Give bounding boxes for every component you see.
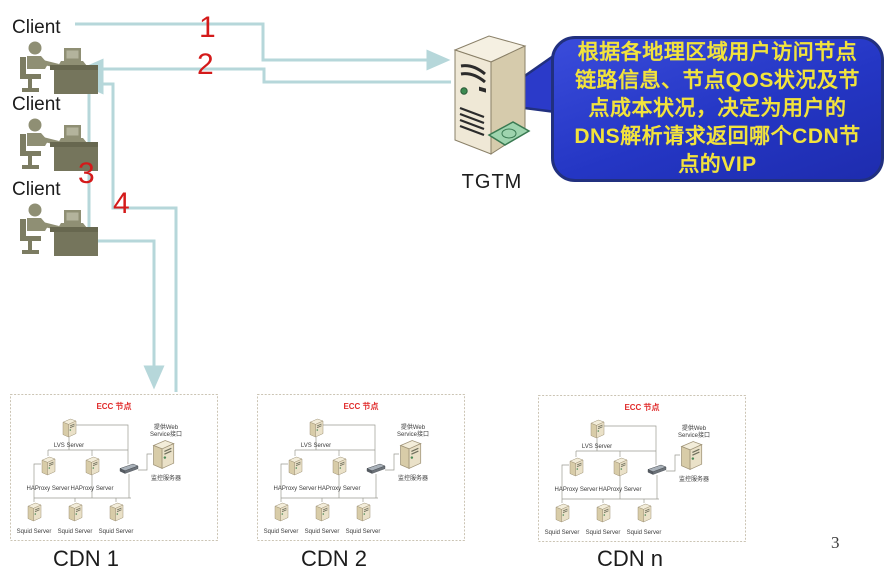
squid-server-icon <box>637 503 652 523</box>
web-service-label: 提供Web <box>154 423 179 431</box>
squid-server-label: Squid Server <box>17 529 52 535</box>
cdn-label-n: CDN n <box>596 546 663 571</box>
haproxy-server-label: HAProxy Server <box>273 486 316 492</box>
squid-server-label: Squid Server <box>264 529 299 535</box>
squid-server-icon <box>27 502 42 522</box>
client-workstation-icon <box>20 118 98 171</box>
monitor-server-label: 监控服务器 <box>151 474 181 482</box>
monitor-server-label: 监控服务器 <box>398 474 428 482</box>
squid-server-icon <box>68 502 83 522</box>
web-service-label: Service接口 <box>150 430 182 438</box>
web-service-label: Service接口 <box>678 431 710 439</box>
squid-server-label: Squid Server <box>305 529 340 535</box>
client-1: Client <box>12 17 102 97</box>
step-number-2: 2 <box>197 48 214 81</box>
haproxy-server-label: HAProxy Server <box>26 486 69 492</box>
switch-icon <box>366 463 386 474</box>
arrow-step-2 <box>79 58 451 84</box>
client-label: Client <box>12 179 61 200</box>
haproxy-server-label: HAProxy Server <box>554 487 597 493</box>
tgtm-label: TGTM <box>461 171 523 193</box>
haproxy-server-icon <box>41 456 56 476</box>
step-number-3: 3 <box>78 157 95 190</box>
step-number-4: 4 <box>113 187 130 220</box>
monitor-server-icon <box>152 439 175 470</box>
client-2: Client <box>12 94 102 174</box>
monitor-server-icon <box>399 439 422 470</box>
client-label: Client <box>12 94 61 115</box>
ecc-node-diagram: ECC 节点 LVS Server HAProxy Server HAProxy… <box>538 395 746 542</box>
ecc-connector-lines <box>33 424 152 502</box>
squid-server-label: Squid Server <box>58 529 93 535</box>
cdn-label-1: CDN 1 <box>52 546 119 571</box>
squid-server-icon <box>109 502 124 522</box>
haproxy-server-label: HAProxy Server <box>598 487 641 493</box>
tgtm-server-icon <box>453 35 531 155</box>
cdn-node-box-n: ECC 节点 LVS Server HAProxy Server HAProxy… <box>538 395 746 542</box>
haproxy-server-icon <box>332 456 347 476</box>
squid-server-icon <box>315 502 330 522</box>
banknote-icon <box>487 121 531 146</box>
ecc-title: ECC 节点 <box>343 401 378 411</box>
squid-server-icon <box>555 503 570 523</box>
ecc-node-diagram: ECC 节点 LVS Server HAProxy Server HAProxy… <box>10 394 218 541</box>
lvs-server-label: LVS Server <box>54 443 84 449</box>
switch-icon <box>647 464 667 475</box>
squid-server-label: Squid Server <box>586 530 621 536</box>
haproxy-server-icon <box>569 457 584 477</box>
callout-text-line: DNS解析请求返回哪个CDN节 <box>574 125 861 148</box>
lvs-server-icon <box>590 419 605 439</box>
cdn-node-box-2: ECC 节点 LVS Server HAProxy Server HAProxy… <box>257 394 465 541</box>
cdn-node-box-1: ECC 节点 LVS Server HAProxy Server HAProxy… <box>10 394 218 541</box>
web-service-label: 提供Web <box>401 423 426 431</box>
monitor-server-icon <box>680 440 703 471</box>
callout-text-line: 点的VIP <box>678 153 757 176</box>
step-number-1: 1 <box>199 11 216 44</box>
client-workstation-icon <box>20 41 98 94</box>
tgtm-server: TGTM <box>447 34 537 194</box>
switch-icon <box>119 463 139 474</box>
lvs-server-label: LVS Server <box>582 444 612 450</box>
haproxy-server-label: HAProxy Server <box>317 486 360 492</box>
callout-text-line: 根据各地理区域用户访问节点 <box>577 41 858 64</box>
cdn-label-2: CDN 2 <box>300 546 367 571</box>
squid-server-icon <box>356 502 371 522</box>
squid-server-label: Squid Server <box>627 530 662 536</box>
page-number: 3 <box>831 533 840 552</box>
haproxy-server-icon <box>288 456 303 476</box>
arrow-step-1 <box>75 22 451 71</box>
lvs-server-label: LVS Server <box>301 443 331 449</box>
squid-server-icon <box>596 503 611 523</box>
lvs-server-icon <box>62 418 77 438</box>
squid-server-label: Squid Server <box>545 530 580 536</box>
ecc-node-diagram: ECC 节点 LVS Server HAProxy Server HAProxy… <box>257 394 465 541</box>
callout-text-line: 点成本状况，决定为用户的 <box>588 97 847 120</box>
callout-bubble: 根据各地理区域用户访问节点 链路信息、节点QOS状况及节 点成本状况，决定为用户… <box>551 36 884 182</box>
ecc-title: ECC 节点 <box>96 401 131 411</box>
client-workstation-icon <box>20 203 98 256</box>
client-3: Client <box>12 179 102 259</box>
squid-server-icon <box>274 502 289 522</box>
squid-server-label: Squid Server <box>346 529 381 535</box>
client-label: Client <box>12 17 61 38</box>
monitor-server-label: 监控服务器 <box>679 475 709 483</box>
web-service-label: 提供Web <box>682 424 707 432</box>
web-service-label: Service接口 <box>397 430 429 438</box>
lvs-server-icon <box>309 418 324 438</box>
haproxy-server-icon <box>613 457 628 477</box>
ecc-title: ECC 节点 <box>624 402 659 412</box>
callout-text-line: 链路信息、节点QOS状况及节 <box>575 69 860 92</box>
squid-server-label: Squid Server <box>99 529 134 535</box>
haproxy-server-label: HAProxy Server <box>70 486 113 492</box>
ecc-connector-lines <box>561 425 680 503</box>
ecc-connector-lines <box>280 424 399 502</box>
haproxy-server-icon <box>85 456 100 476</box>
